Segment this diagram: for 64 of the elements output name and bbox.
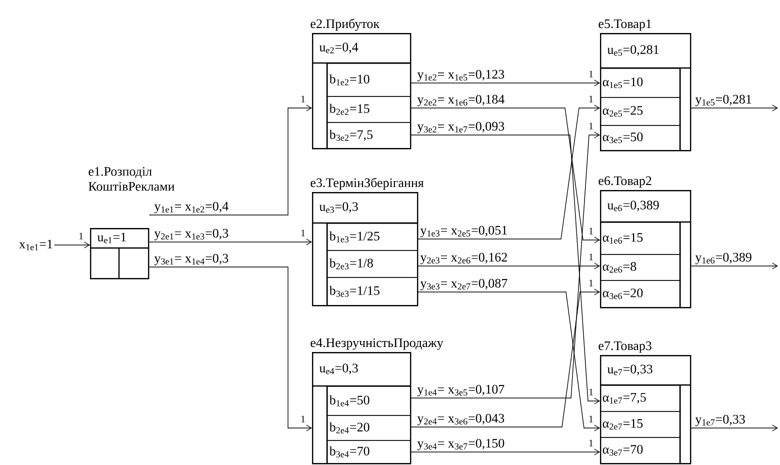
parameter-cell: α$_{2e6}$=8 xyxy=(600,254,681,281)
parameter-cell: α$_{1e7}$=7,5 xyxy=(600,385,681,412)
node-label: e7.Товар3 xyxy=(598,341,652,353)
edge-label: y$_{1e7}$=0,33 xyxy=(694,414,746,427)
parameter-cell: α$_{3e5}$=50 xyxy=(600,125,681,151)
parameter-cell: b$_{2e3}$=1/8 xyxy=(327,250,418,278)
weight-label: 1 xyxy=(301,230,305,236)
parameter-cell: b$_{1e3}$=1/25 xyxy=(327,223,418,251)
weight-label: 1 xyxy=(589,416,593,422)
parameter-cell: α$_{3e6}$=20 xyxy=(600,280,681,308)
weight-label: 1 xyxy=(589,122,593,130)
parameter-cell: b$_{1e4}$=50 xyxy=(327,386,411,416)
edge-label: y$_{1e5}$=0,281 xyxy=(694,94,753,107)
weight-label: 1 xyxy=(589,440,593,446)
arrow xyxy=(690,424,778,432)
arrow xyxy=(148,104,312,216)
weight-label: 1 xyxy=(589,280,593,286)
node-label: e1.Розподіл КоштівРеклами xyxy=(88,167,174,191)
node-label: e5.Товар1 xyxy=(598,19,652,31)
parameter-cell: α$_{1e6}$=15 xyxy=(600,222,681,255)
edge-label: y$_{1e2}$= x$_{1e5}$=0,123 xyxy=(416,69,506,82)
node-label: e3.ТермінЗберігання xyxy=(310,178,424,190)
parameter-cell: b$_{3e2}$=7,5 xyxy=(327,122,411,149)
arrow xyxy=(417,262,600,270)
weight-label: 1 xyxy=(301,416,305,422)
edge-label: y$_{2e2}$= x$_{1e6}$=0,184 xyxy=(416,94,506,107)
parameter-cell: α$_{1e5}$=10 xyxy=(600,68,681,98)
parameter-cell: b$_{1e2}$=10 xyxy=(327,63,411,97)
parameter-cell: α$_{2e5}$=25 xyxy=(600,97,681,126)
edge-label: y$_{2e1}$= x$_{1e3}$=0,3 xyxy=(153,228,230,241)
edge-label: y$_{3e1}$= x$_{1e4}$=0,3 xyxy=(153,253,230,266)
edge-label: y$_{1e6}$=0,389 xyxy=(694,252,753,265)
node-label: e4.НезручністьПродажу xyxy=(310,338,444,350)
weight-label: 1 xyxy=(589,70,593,78)
weight-label: 1 xyxy=(589,228,593,234)
edge-label: y$_{1e4}$= x$_{3e5}$=0,107 xyxy=(416,384,506,397)
parameter-cell: b$_{3e3}$=1/15 xyxy=(327,276,418,306)
parameter-cell: b$_{2e4}$=20 xyxy=(327,414,411,441)
parameter-cell: α$_{2e7}$=15 xyxy=(600,410,681,438)
edge-label: y$_{1e1}$= x$_{1e2}$=0,4 xyxy=(153,201,230,214)
arrow xyxy=(148,266,312,432)
edge-label: y$_{3e2}$= x$_{1e7}$=0,093 xyxy=(416,121,506,134)
arrow xyxy=(690,104,778,112)
weight-label: 1 xyxy=(589,388,593,396)
edge-label: y$_{2e3}$= x$_{2e6}$=0,162 xyxy=(419,252,509,265)
edge-label: y$_{2e4}$= x$_{3e6}$=0,043 xyxy=(416,413,506,426)
arrow xyxy=(148,238,312,246)
arrow xyxy=(410,448,600,456)
edge-label: y$_{3e4}$= x$_{3e7}$=0,150 xyxy=(416,438,506,451)
arrow xyxy=(690,262,778,270)
weight-label: 1 xyxy=(79,232,83,240)
parameter-cell: b$_{3e4}$=70 xyxy=(327,440,411,464)
weight-label: 1 xyxy=(301,96,305,102)
edge-label: y$_{1e3}$= x$_{2e5}$=0,051 xyxy=(419,225,509,238)
parameter-cell: b$_{2e2}$=15 xyxy=(327,96,411,123)
weight-label: 1 xyxy=(589,254,593,260)
parameter-cell: α$_{3e7}$=70 xyxy=(600,436,681,464)
input-label: x$_{1e1}$=1 xyxy=(19,240,52,250)
edge-label: y$_{3e3}$= x$_{2e7}$=0,087 xyxy=(419,278,509,291)
weight-label: 1 xyxy=(589,96,593,102)
node-label: e6.Товар2 xyxy=(598,176,652,188)
arrow xyxy=(54,242,90,248)
node-label: e2.Прибуток xyxy=(310,18,380,31)
arrow xyxy=(410,80,600,86)
